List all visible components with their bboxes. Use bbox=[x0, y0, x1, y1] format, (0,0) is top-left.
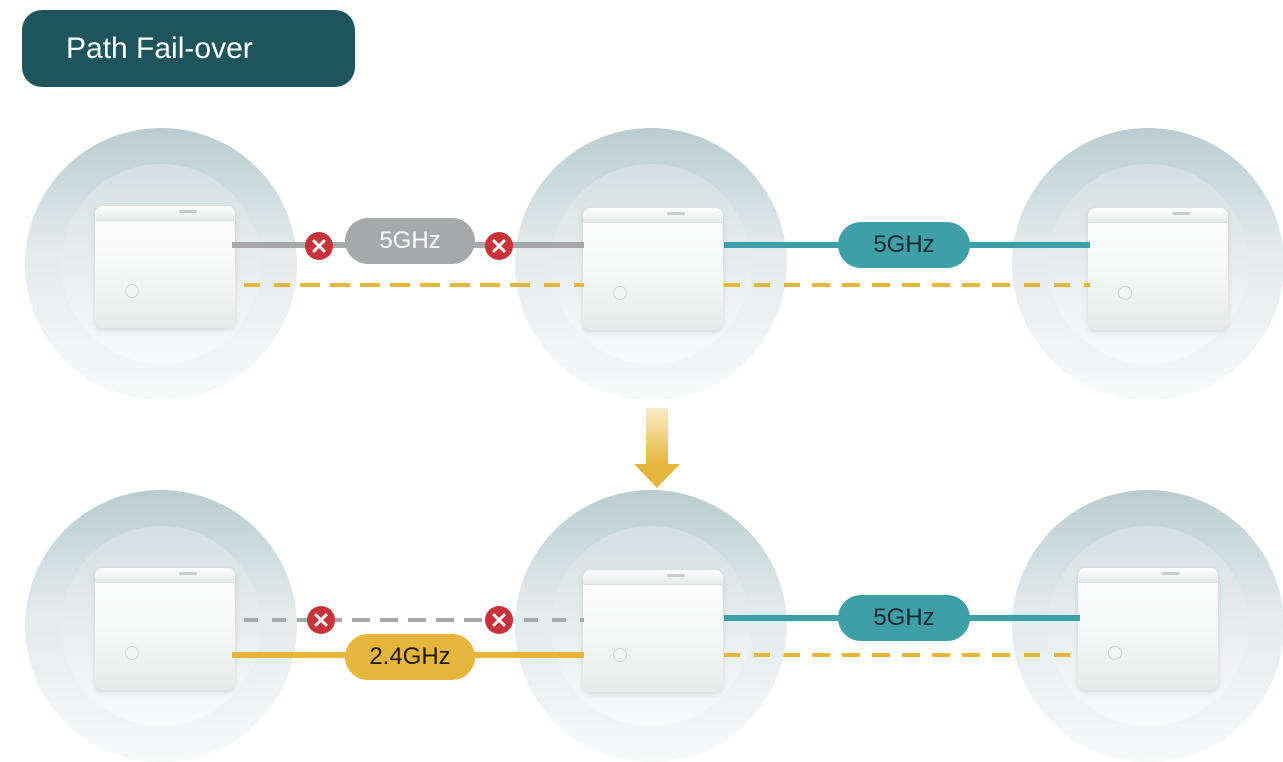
bottom-right-band-label: 5GHz bbox=[838, 595, 970, 641]
close-x-icon bbox=[307, 606, 335, 634]
bottom-node-center bbox=[515, 490, 787, 762]
top-node-right bbox=[1012, 128, 1283, 400]
mesh-router-icon bbox=[95, 206, 235, 328]
band-label-text: 5GHz bbox=[379, 227, 441, 254]
band-label-text: 5GHz bbox=[873, 231, 935, 258]
page-title-text: Path Fail-over bbox=[66, 31, 253, 65]
page-title: Path Fail-over bbox=[22, 10, 355, 87]
bottom-node-right bbox=[1012, 490, 1283, 762]
band-label-text: 2.4GHz bbox=[369, 643, 451, 670]
bottom-left-band-label: 2.4GHz bbox=[345, 634, 475, 680]
top-right-band-label: 5GHz bbox=[838, 222, 970, 268]
top-left-band-label: 5GHz bbox=[345, 218, 475, 264]
close-x-icon bbox=[305, 232, 333, 260]
close-x-icon bbox=[485, 232, 513, 260]
band-label-text: 5GHz bbox=[873, 604, 935, 631]
top-node-left bbox=[25, 128, 297, 400]
mesh-router-icon bbox=[1078, 568, 1218, 690]
bottom-node-left bbox=[25, 490, 297, 762]
top-node-center bbox=[515, 128, 787, 400]
mesh-router-icon bbox=[583, 208, 723, 330]
arrow-down-icon bbox=[634, 408, 680, 488]
close-x-icon bbox=[485, 606, 513, 634]
mesh-router-icon bbox=[583, 570, 723, 692]
mesh-router-icon bbox=[95, 568, 235, 690]
mesh-router-icon bbox=[1088, 208, 1228, 330]
